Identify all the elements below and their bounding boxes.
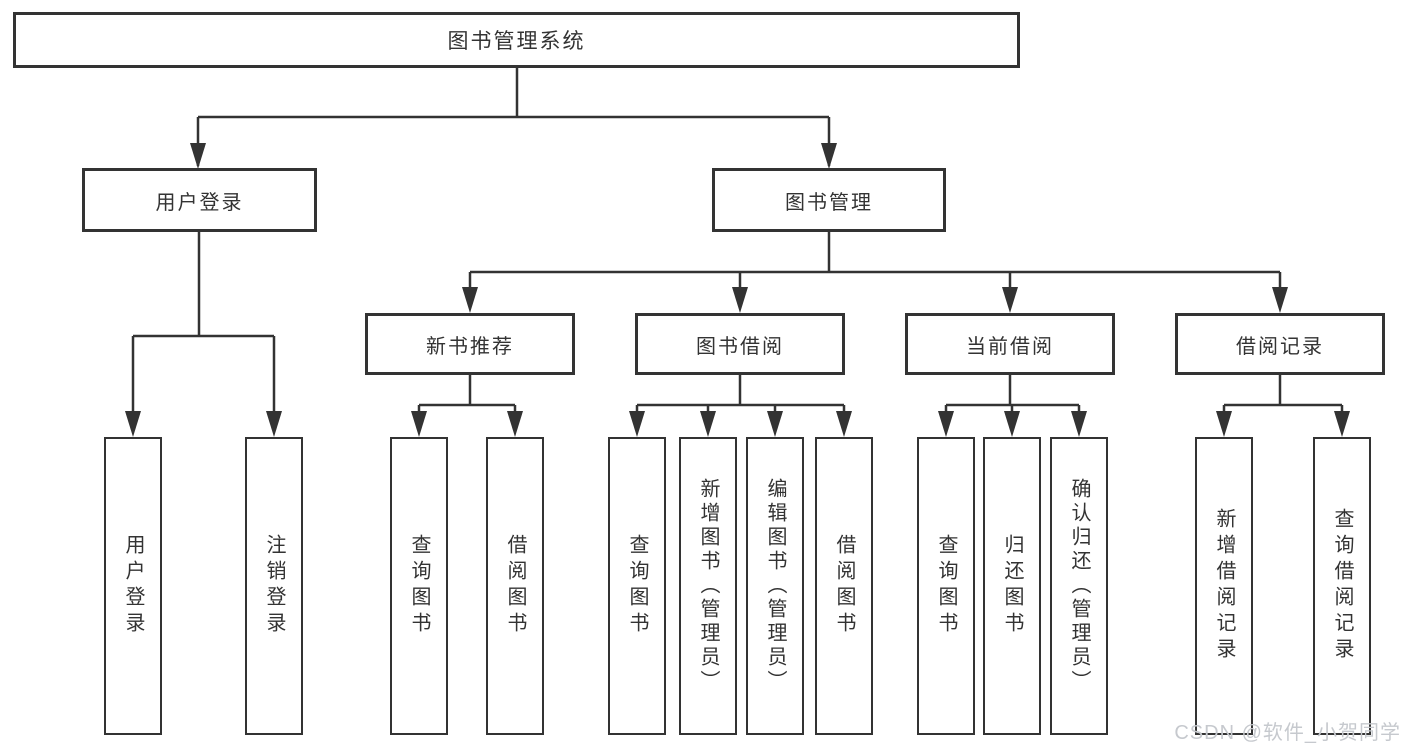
node-borrowing-records: 借阅记录: [1175, 313, 1385, 375]
leaf-query-books-borrow: 查询图书: [608, 437, 666, 735]
arrowheads: [125, 143, 1350, 437]
node-current-borrowing: 当前借阅: [905, 313, 1115, 375]
leaf-edit-books-admin: 编辑图书（管理员）: [746, 437, 804, 735]
leaf-borrow-books: 借阅图书: [815, 437, 873, 735]
leaf-logout: 注销登录: [245, 437, 303, 735]
node-library-management-system: 图书管理系统: [13, 12, 1020, 68]
node-user-login: 用户登录: [82, 168, 317, 232]
node-book-management: 图书管理: [712, 168, 946, 232]
node-new-book-recommendation: 新书推荐: [365, 313, 575, 375]
leaf-query-books-current: 查询图书: [917, 437, 975, 735]
leaf-return-books: 归还图书: [983, 437, 1041, 735]
node-book-borrowing: 图书借阅: [635, 313, 845, 375]
leaf-user-login: 用户登录: [104, 437, 162, 735]
leaf-query-books-recommend: 查询图书: [390, 437, 448, 735]
leaf-add-borrow-record: 新增借阅记录: [1195, 437, 1253, 735]
leaf-confirm-return-admin: 确认归还（管理员）: [1050, 437, 1108, 735]
leaf-borrow-books-recommend: 借阅图书: [486, 437, 544, 735]
leaf-query-borrow-record: 查询借阅记录: [1313, 437, 1371, 735]
leaf-add-books-admin: 新增图书（管理员）: [679, 437, 737, 735]
csdn-watermark: CSDN @软件_小贺同学: [1174, 722, 1401, 744]
